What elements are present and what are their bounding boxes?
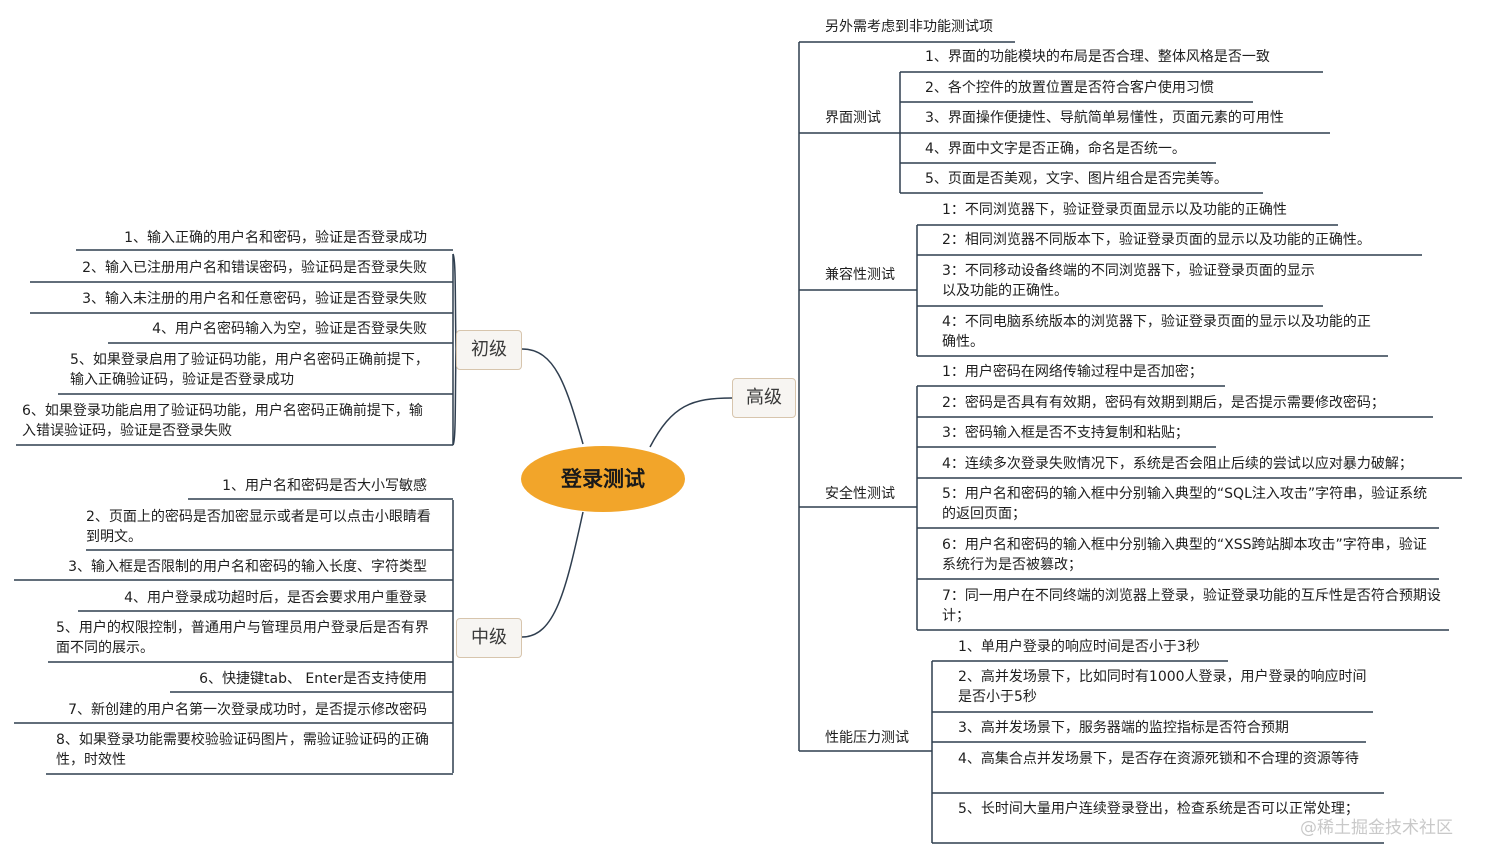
link-center-zhongji <box>521 511 584 638</box>
chuji-item-2[interactable]: 2、输入已注册用户名和错误密码，验证码是否登录失败 <box>82 260 427 276</box>
category-perf-test[interactable]: 性能压力测试 <box>825 730 909 746</box>
security-item-7[interactable]: 7：同一用户在不同终端的浏览器上登录，验证登录功能的互斥性是否符合预期设计； <box>942 588 1441 624</box>
perf-item-3[interactable]: 3、高并发场景下，服务器端的监控指标是否符合预期 <box>958 720 1289 736</box>
chuji-item-1[interactable]: 1、输入正确的用户名和密码，验证是否登录成功 <box>124 230 427 246</box>
zhongji-item-1[interactable]: 1、用户名和密码是否大小写敏感 <box>222 478 427 494</box>
perf-item-1[interactable]: 1、单用户登录的响应时间是否小于3秒 <box>958 639 1200 655</box>
compat-item-4[interactable]: 4：不同电脑系统版本的浏览器下，验证登录页面的显示以及功能的正确性。 <box>942 314 1371 350</box>
branch-gaoji[interactable]: 高级 <box>732 378 796 418</box>
central-topic[interactable]: 登录测试 <box>521 446 685 512</box>
compat-item-2[interactable]: 2：相同浏览器不同版本下，验证登录页面的显示以及功能的正确性。 <box>942 232 1371 248</box>
branch-zhongji[interactable]: 中级 <box>456 618 522 658</box>
watermark: @稀土掘金技术社区 <box>1300 818 1453 838</box>
security-item-1[interactable]: 1：用户密码在网络传输过程中是否加密； <box>942 364 1203 380</box>
ui-item-4[interactable]: 4、界面中文字是否正确，命名是否统一。 <box>925 141 1186 157</box>
chuji-item-3[interactable]: 3、输入未注册的用户名和任意密码，验证是否登录失败 <box>82 291 427 307</box>
perf-item-5[interactable]: 5、长时间大量用户连续登录登出，检查系统是否可以正常处理； <box>958 801 1359 817</box>
category-security-test[interactable]: 安全性测试 <box>825 486 895 502</box>
chuji-item-5[interactable]: 5、如果登录启用了验证码功能，用户名密码正确前提下，输入正确验证码，验证是否登录… <box>70 352 429 388</box>
security-item-6[interactable]: 6：用户名和密码的输入框中分别输入典型的“XSS跨站脚本攻击”字符串，验证系统行… <box>942 537 1427 573</box>
zhongji-item-2[interactable]: 2、页面上的密码是否加密显示或者是可以点击小眼睛看到明文。 <box>86 509 431 545</box>
zhongji-item-6[interactable]: 6、快捷键tab、 Enter是否支持使用 <box>199 671 427 687</box>
chuji-item-4[interactable]: 4、用户名密码输入为空，验证是否登录失败 <box>152 321 427 337</box>
security-item-4[interactable]: 4：连续多次登录失败情况下，系统是否会阻止后续的尝试以应对暴力破解； <box>942 456 1413 472</box>
zhongji-item-4[interactable]: 4、用户登录成功超时后，是否会要求用户重登录 <box>124 590 427 606</box>
gaoji-note[interactable]: 另外需考虑到非功能测试项 <box>825 19 993 35</box>
security-item-5[interactable]: 5：用户名和密码的输入框中分别输入典型的“SQL注入攻击”字符串，验证系统的返回… <box>942 486 1428 522</box>
chuji-item-6[interactable]: 6、如果登录功能启用了验证码功能，用户名密码正确前提下，输入错误验证码，验证是否… <box>22 403 423 439</box>
zhongji-item-7[interactable]: 7、新创建的用户名第一次登录成功时，是否提示修改密码 <box>68 702 427 718</box>
bracket-chuji <box>452 253 457 446</box>
branch-chuji[interactable]: 初级 <box>456 330 522 370</box>
compat-item-3[interactable]: 3：不同移动设备终端的不同浏览器下，验证登录页面的显示以及功能的正确性。 <box>942 263 1315 299</box>
security-item-3[interactable]: 3：密码输入框是否不支持复制和粘贴； <box>942 425 1189 441</box>
ui-item-5[interactable]: 5、页面是否美观，文字、图片组合是否完美等。 <box>925 171 1228 187</box>
zhongji-item-3[interactable]: 3、输入框是否限制的用户名和密码的输入长度、字符类型 <box>68 559 427 575</box>
ui-item-1[interactable]: 1、界面的功能模块的布局是否合理、整体风格是否一致 <box>925 49 1270 65</box>
category-compat-test[interactable]: 兼容性测试 <box>825 267 895 283</box>
category-ui-test[interactable]: 界面测试 <box>825 110 881 126</box>
perf-item-2[interactable]: 2、高并发场景下，比如同时有1000人登录，用户登录的响应时间是否小于5秒 <box>958 669 1367 705</box>
security-item-2[interactable]: 2：密码是否具有有效期，密码有效期到期后，是否提示需要修改密码； <box>942 395 1385 411</box>
link-center-chuji <box>521 348 584 445</box>
ui-item-2[interactable]: 2、各个控件的放置位置是否符合客户使用习惯 <box>925 80 1214 96</box>
ui-item-3[interactable]: 3、界面操作便捷性、导航简单易懂性，页面元素的可用性 <box>925 110 1284 126</box>
compat-item-1[interactable]: 1：不同浏览器下，验证登录页面显示以及功能的正确性 <box>942 202 1287 218</box>
link-center-gaoji <box>649 397 733 448</box>
zhongji-item-5[interactable]: 5、用户的权限控制，普通用户与管理员用户登录后是否有界面不同的展示。 <box>56 620 429 656</box>
zhongji-item-8[interactable]: 8、如果登录功能需要校验验证码图片，需验证验证码的正确性，时效性 <box>56 732 429 768</box>
perf-item-4[interactable]: 4、高集合点并发场景下，是否存在资源死锁和不合理的资源等待 <box>958 751 1359 767</box>
